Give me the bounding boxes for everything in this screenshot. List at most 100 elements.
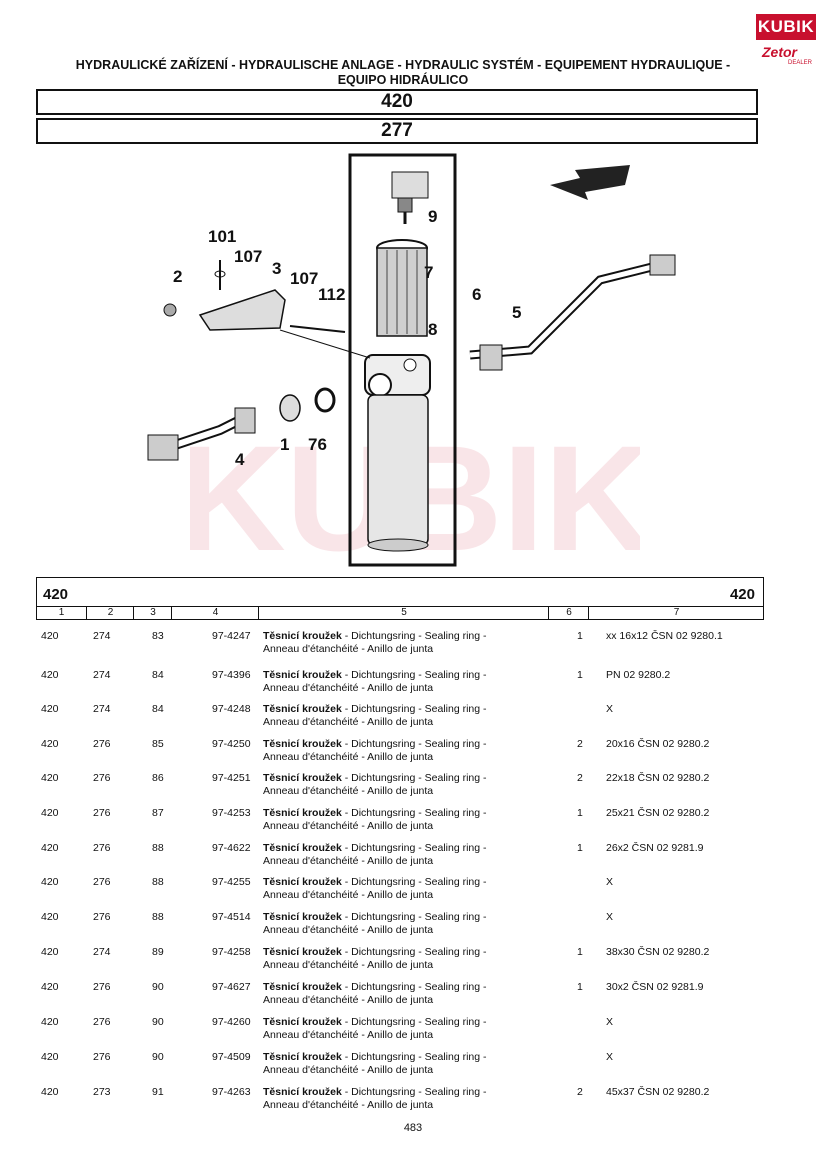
col-4: 4 (171, 607, 259, 620)
pressure-switch-icon (391, 171, 429, 224)
part-number-cell: 97-4255 (212, 876, 251, 888)
description-cell: Těsnicí kroužek - Dichtungsring - Sealin… (263, 630, 487, 656)
group-cell: 420 (41, 842, 59, 854)
description-line-2: Anneau d'étanchéité - Anillo de junta (263, 785, 434, 797)
callout-112: 112 (318, 285, 345, 304)
part-number-cell: 97-4251 (212, 772, 251, 784)
position-cell: 87 (152, 807, 164, 819)
description-name: Těsnicí kroužek (263, 1086, 342, 1098)
part-number-cell: 97-4396 (212, 669, 251, 681)
description-cell: Těsnicí kroužek - Dichtungsring - Sealin… (263, 1051, 487, 1077)
description-line-2: Anneau d'étanchéité - Anillo de junta (263, 643, 434, 655)
col-3: 3 (133, 607, 172, 620)
brand-sub: Zetor (762, 44, 797, 60)
description-line-1: - Dichtungsring - Sealing ring - (341, 738, 487, 750)
group-cell: 420 (41, 1051, 59, 1063)
quantity-cell: 1 (577, 807, 583, 819)
section-cell: 276 (93, 842, 111, 854)
position-cell: 86 (152, 772, 164, 784)
description-line-2: Anneau d'étanchéité - Anillo de junta (263, 1064, 434, 1076)
description-line-2: Anneau d'étanchéité - Anillo de junta (263, 924, 434, 936)
note-cell: 26x2 ČSN 02 9281.9 (606, 842, 704, 854)
description-name: Těsnicí kroužek (263, 842, 342, 854)
description-line-1: - Dichtungsring - Sealing ring - (341, 703, 487, 715)
description-cell: Těsnicí kroužek - Dichtungsring - Sealin… (263, 772, 487, 798)
note-cell: 20x16 ČSN 02 9280.2 (606, 738, 710, 750)
group-code-box: 420 (36, 89, 758, 115)
position-cell: 91 (152, 1086, 164, 1098)
description-line-1: - Dichtungsring - Sealing ring - (341, 669, 487, 681)
section-cell: 276 (93, 1051, 111, 1063)
group-cell: 420 (41, 807, 59, 819)
group-cell: 420 (41, 876, 59, 888)
group-cell: 420 (41, 1086, 59, 1098)
note-cell: X (606, 876, 614, 888)
note-cell: 45x37 ČSN 02 9280.2 (606, 1086, 710, 1098)
sealing-ring-icon (314, 387, 336, 413)
callout-1: 1 (280, 435, 289, 454)
quantity-cell: 1 (577, 842, 583, 854)
part-number-cell: 97-4263 (212, 1086, 251, 1098)
col-6: 6 (548, 607, 589, 620)
note-cell: 30x2 ČSN 02 9281.9 (606, 981, 704, 993)
filter-bowl-icon (367, 394, 429, 552)
position-cell: 84 (152, 703, 164, 715)
description-line-1: - Dichtungsring - Sealing ring - (341, 842, 487, 854)
note-cell: X (606, 1016, 614, 1028)
description-line-1: - Dichtungsring - Sealing ring - (341, 981, 487, 993)
part-number-cell: 97-4509 (212, 1051, 251, 1063)
callout-3: 3 (272, 259, 281, 278)
description-name: Těsnicí kroužek (263, 911, 342, 923)
description-line-1: - Dichtungsring - Sealing ring - (341, 1086, 487, 1098)
section-cell: 276 (93, 807, 111, 819)
description-name: Těsnicí kroužek (263, 630, 342, 642)
position-cell: 90 (152, 981, 164, 993)
part-number-cell: 97-4247 (212, 630, 251, 642)
description-line-2: Anneau d'étanchéité - Anillo de junta (263, 751, 434, 763)
description-line-1: - Dichtungsring - Sealing ring - (341, 911, 487, 923)
section-cell: 273 (93, 1086, 111, 1098)
section-cell: 276 (93, 772, 111, 784)
quantity-cell: 1 (577, 981, 583, 993)
description-name: Těsnicí kroužek (263, 876, 342, 888)
position-cell: 89 (152, 946, 164, 958)
section-cell: 274 (93, 946, 111, 958)
description-name: Těsnicí kroužek (263, 1016, 342, 1028)
description-cell: Těsnicí kroužek - Dichtungsring - Sealin… (263, 703, 487, 729)
callout-8: 8 (428, 320, 437, 339)
fitting-icon (279, 394, 301, 422)
col-2: 2 (86, 607, 134, 620)
description-name: Těsnicí kroužek (263, 981, 342, 993)
filter-frame (348, 153, 457, 567)
group-cell: 420 (41, 738, 59, 750)
description-cell: Těsnicí kroužek - Dichtungsring - Sealin… (263, 1086, 487, 1112)
description-line-1: - Dichtungsring - Sealing ring - (341, 772, 487, 784)
section-cell: 274 (93, 703, 111, 715)
part-number-cell: 97-4250 (212, 738, 251, 750)
position-cell: 88 (152, 911, 164, 923)
brand-dealer: DEALER (788, 60, 813, 66)
quantity-cell: 1 (577, 630, 583, 642)
note-cell: xx 16x12 ČSN 02 9280.1 (606, 630, 723, 642)
parts-table-header: 420 420 1 2 3 4 5 6 7 (36, 577, 764, 620)
quantity-cell: 1 (577, 669, 583, 681)
section-cell: 276 (93, 911, 111, 923)
description-line-2: Anneau d'étanchéité - Anillo de junta (263, 682, 434, 694)
pipe-5-icon (469, 254, 676, 371)
direction-arrow-icon (550, 165, 630, 200)
note-cell: 25x21 ČSN 02 9280.2 (606, 807, 710, 819)
section-cell: 274 (93, 630, 111, 642)
filter-head-icon (364, 354, 431, 397)
position-cell: 83 (152, 630, 164, 642)
brand-name: KUBIK (757, 17, 815, 36)
filter-element-icon (376, 239, 428, 337)
part-number-cell: 97-4253 (212, 807, 251, 819)
part-number-cell: 97-4258 (212, 946, 251, 958)
